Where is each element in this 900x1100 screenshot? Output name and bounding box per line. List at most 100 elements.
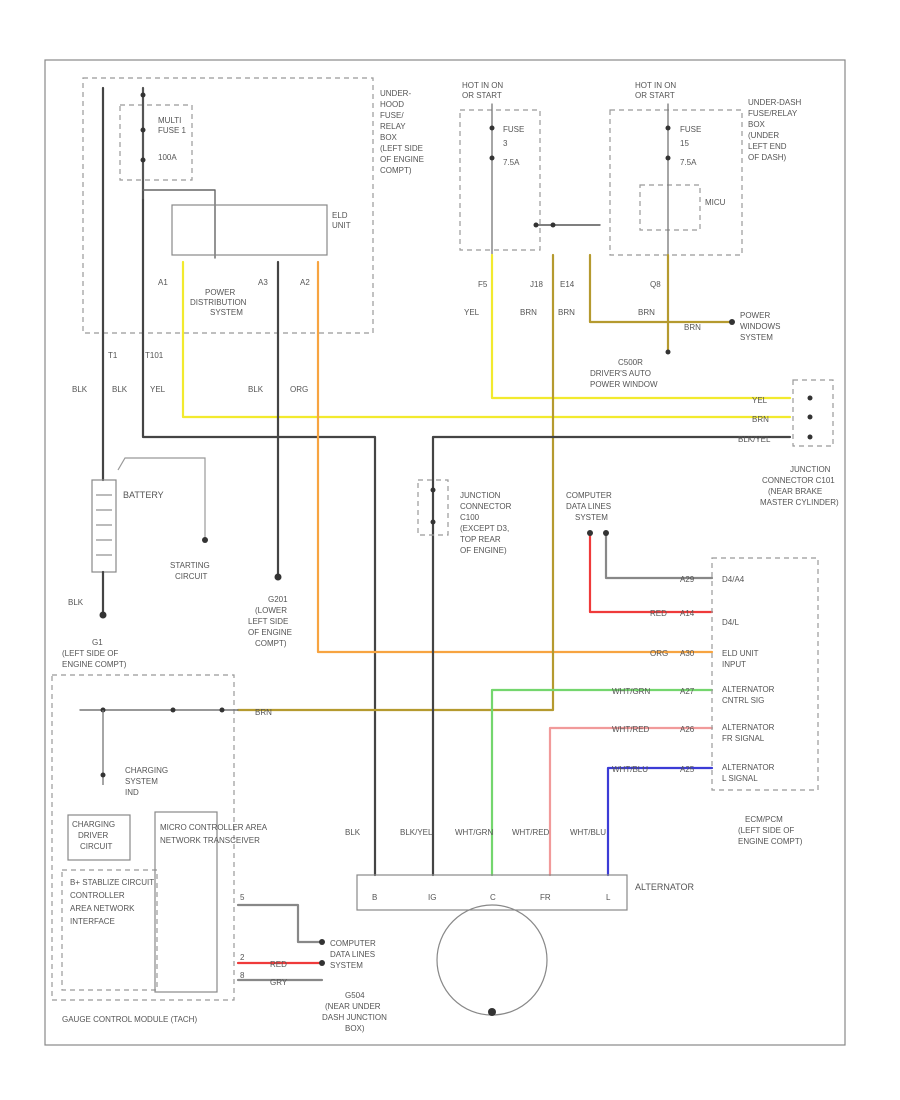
svg-text:BLK: BLK <box>72 385 88 394</box>
svg-text:(LEFT SIDE: (LEFT SIDE <box>380 144 423 153</box>
svg-text:WHT/RED: WHT/RED <box>512 828 550 837</box>
svg-text:HOT IN ON: HOT IN ON <box>635 81 676 90</box>
svg-text:C100: C100 <box>460 513 480 522</box>
svg-text:A2: A2 <box>300 278 310 287</box>
svg-text:RELAY: RELAY <box>380 122 406 131</box>
wire-blkyel-junction <box>431 435 792 877</box>
wire-whtgrn <box>490 688 714 877</box>
svg-text:C500R: C500R <box>618 358 643 367</box>
wire-gry-data <box>604 533 714 580</box>
svg-text:CHARGING: CHARGING <box>125 766 168 775</box>
svg-text:ENGINE COMPT): ENGINE COMPT) <box>738 837 803 846</box>
svg-text:D4/A4: D4/A4 <box>722 575 745 584</box>
svg-text:OR START: OR START <box>635 91 675 100</box>
svg-text:UNDER-DASH: UNDER-DASH <box>748 98 802 107</box>
svg-text:COMPUTER: COMPUTER <box>566 491 612 500</box>
multi-fuse-label-1: MULTI <box>158 116 181 125</box>
svg-text:BRN: BRN <box>638 308 655 317</box>
svg-text:A25: A25 <box>680 765 695 774</box>
svg-text:BRN: BRN <box>558 308 575 317</box>
svg-text:BLK: BLK <box>345 828 361 837</box>
multi-fuse-box <box>119 104 193 181</box>
svg-text:STARTING: STARTING <box>170 561 210 570</box>
eld-unit-label-2: UNIT <box>332 221 351 230</box>
wire-red-data <box>588 533 714 614</box>
g201-label: G201 (LOWER LEFT SIDE OF ENGINE COMPT) <box>248 595 292 648</box>
svg-text:T101: T101 <box>145 351 164 360</box>
svg-text:BRN: BRN <box>255 708 272 717</box>
wire-brn-gauge-top <box>236 903 324 944</box>
svg-text:MASTER CYLINDER): MASTER CYLINDER) <box>760 498 839 507</box>
power-distribution-label-3: SYSTEM <box>210 308 243 317</box>
svg-text:B+ STABLIZE CIRCUIT: B+ STABLIZE CIRCUIT <box>70 878 154 887</box>
svg-text:BOX: BOX <box>380 133 398 142</box>
multi-fuse-label-2: FUSE 1 <box>158 126 187 135</box>
svg-text:TOP REAR: TOP REAR <box>460 535 501 544</box>
svg-text:WHT/RED: WHT/RED <box>612 725 650 734</box>
svg-text:CHARGING: CHARGING <box>72 820 115 829</box>
battery-symbol <box>91 479 117 573</box>
svg-text:CIRCUIT: CIRCUIT <box>80 842 113 851</box>
svg-text:FR SIGNAL: FR SIGNAL <box>722 734 765 743</box>
svg-text:OF DASH): OF DASH) <box>748 153 787 162</box>
fuse-100a-label: 100A <box>158 153 177 162</box>
svg-text:OF ENGINE: OF ENGINE <box>248 628 292 637</box>
svg-text:ALTERNATOR: ALTERNATOR <box>722 723 775 732</box>
svg-text:COMPT): COMPT) <box>380 166 412 175</box>
svg-text:5: 5 <box>240 893 245 902</box>
svg-text:(EXCEPT D3,: (EXCEPT D3, <box>460 524 509 533</box>
svg-text:CONNECTOR: CONNECTOR <box>460 502 512 511</box>
svg-text:BLK: BLK <box>68 598 84 607</box>
svg-text:L: L <box>606 893 611 902</box>
svg-text:F5: F5 <box>478 280 488 289</box>
svg-text:A26: A26 <box>680 725 695 734</box>
svg-text:NETWORK TRANSCEIVER: NETWORK TRANSCEIVER <box>160 836 260 845</box>
svg-text:RED: RED <box>270 960 287 969</box>
svg-text:BRN: BRN <box>520 308 537 317</box>
alternator-label: ALTERNATOR <box>635 882 695 892</box>
svg-text:BLK: BLK <box>248 385 264 394</box>
svg-text:IND: IND <box>125 788 139 797</box>
svg-text:A29: A29 <box>680 575 695 584</box>
svg-text:WHT/BLU: WHT/BLU <box>612 765 648 774</box>
junction-c100-text: JUNCTION CONNECTOR C100 (EXCEPT D3, TOP … <box>460 491 512 555</box>
svg-text:A14: A14 <box>680 609 695 618</box>
svg-text:A27: A27 <box>680 687 695 696</box>
eld-unit-label-1: ELD <box>332 211 348 220</box>
wire-yel-a1 <box>181 260 792 419</box>
svg-text:AREA NETWORK: AREA NETWORK <box>70 904 135 913</box>
svg-text:J18: J18 <box>530 280 543 289</box>
wire-blk-t101 <box>141 198 377 877</box>
g1-label-2: (LEFT SIDE OF <box>62 649 118 658</box>
svg-text:ALTERNATOR: ALTERNATOR <box>722 685 775 694</box>
svg-text:8: 8 <box>240 971 245 980</box>
svg-text:FR: FR <box>540 893 551 902</box>
svg-text:(NEAR UNDER: (NEAR UNDER <box>325 1002 381 1011</box>
wire-whtblu <box>606 766 714 877</box>
svg-text:COMPT): COMPT) <box>255 639 287 648</box>
micu-box <box>639 184 701 231</box>
svg-text:ELD UNIT: ELD UNIT <box>722 649 759 658</box>
svg-text:POWER: POWER <box>740 311 770 320</box>
gauge-driver-box <box>67 814 131 861</box>
wire-yel-f5 <box>490 253 792 400</box>
svg-text:G504: G504 <box>345 991 365 1000</box>
g1-label-1: G1 <box>92 638 103 647</box>
gauge-control-module-box <box>51 674 235 1001</box>
svg-text:DRIVER'S AUTO: DRIVER'S AUTO <box>590 369 651 378</box>
eld-unit-box <box>171 204 328 256</box>
alternator-connector <box>356 874 628 911</box>
gauge-inner-box <box>61 869 158 991</box>
svg-text:ORG: ORG <box>650 649 668 658</box>
gauge-inner-text: B+ STABLIZE CIRCUIT CONTROLLER AREA NETW… <box>70 823 268 926</box>
svg-text:2: 2 <box>240 953 245 962</box>
wire-brn-j18 <box>236 253 555 712</box>
svg-text:IG: IG <box>428 893 436 902</box>
svg-text:A1: A1 <box>158 278 168 287</box>
wire-whtred <box>548 726 714 877</box>
svg-text:BOX): BOX) <box>345 1024 365 1033</box>
outer-frame <box>44 59 846 1046</box>
svg-text:BRN: BRN <box>684 323 701 332</box>
